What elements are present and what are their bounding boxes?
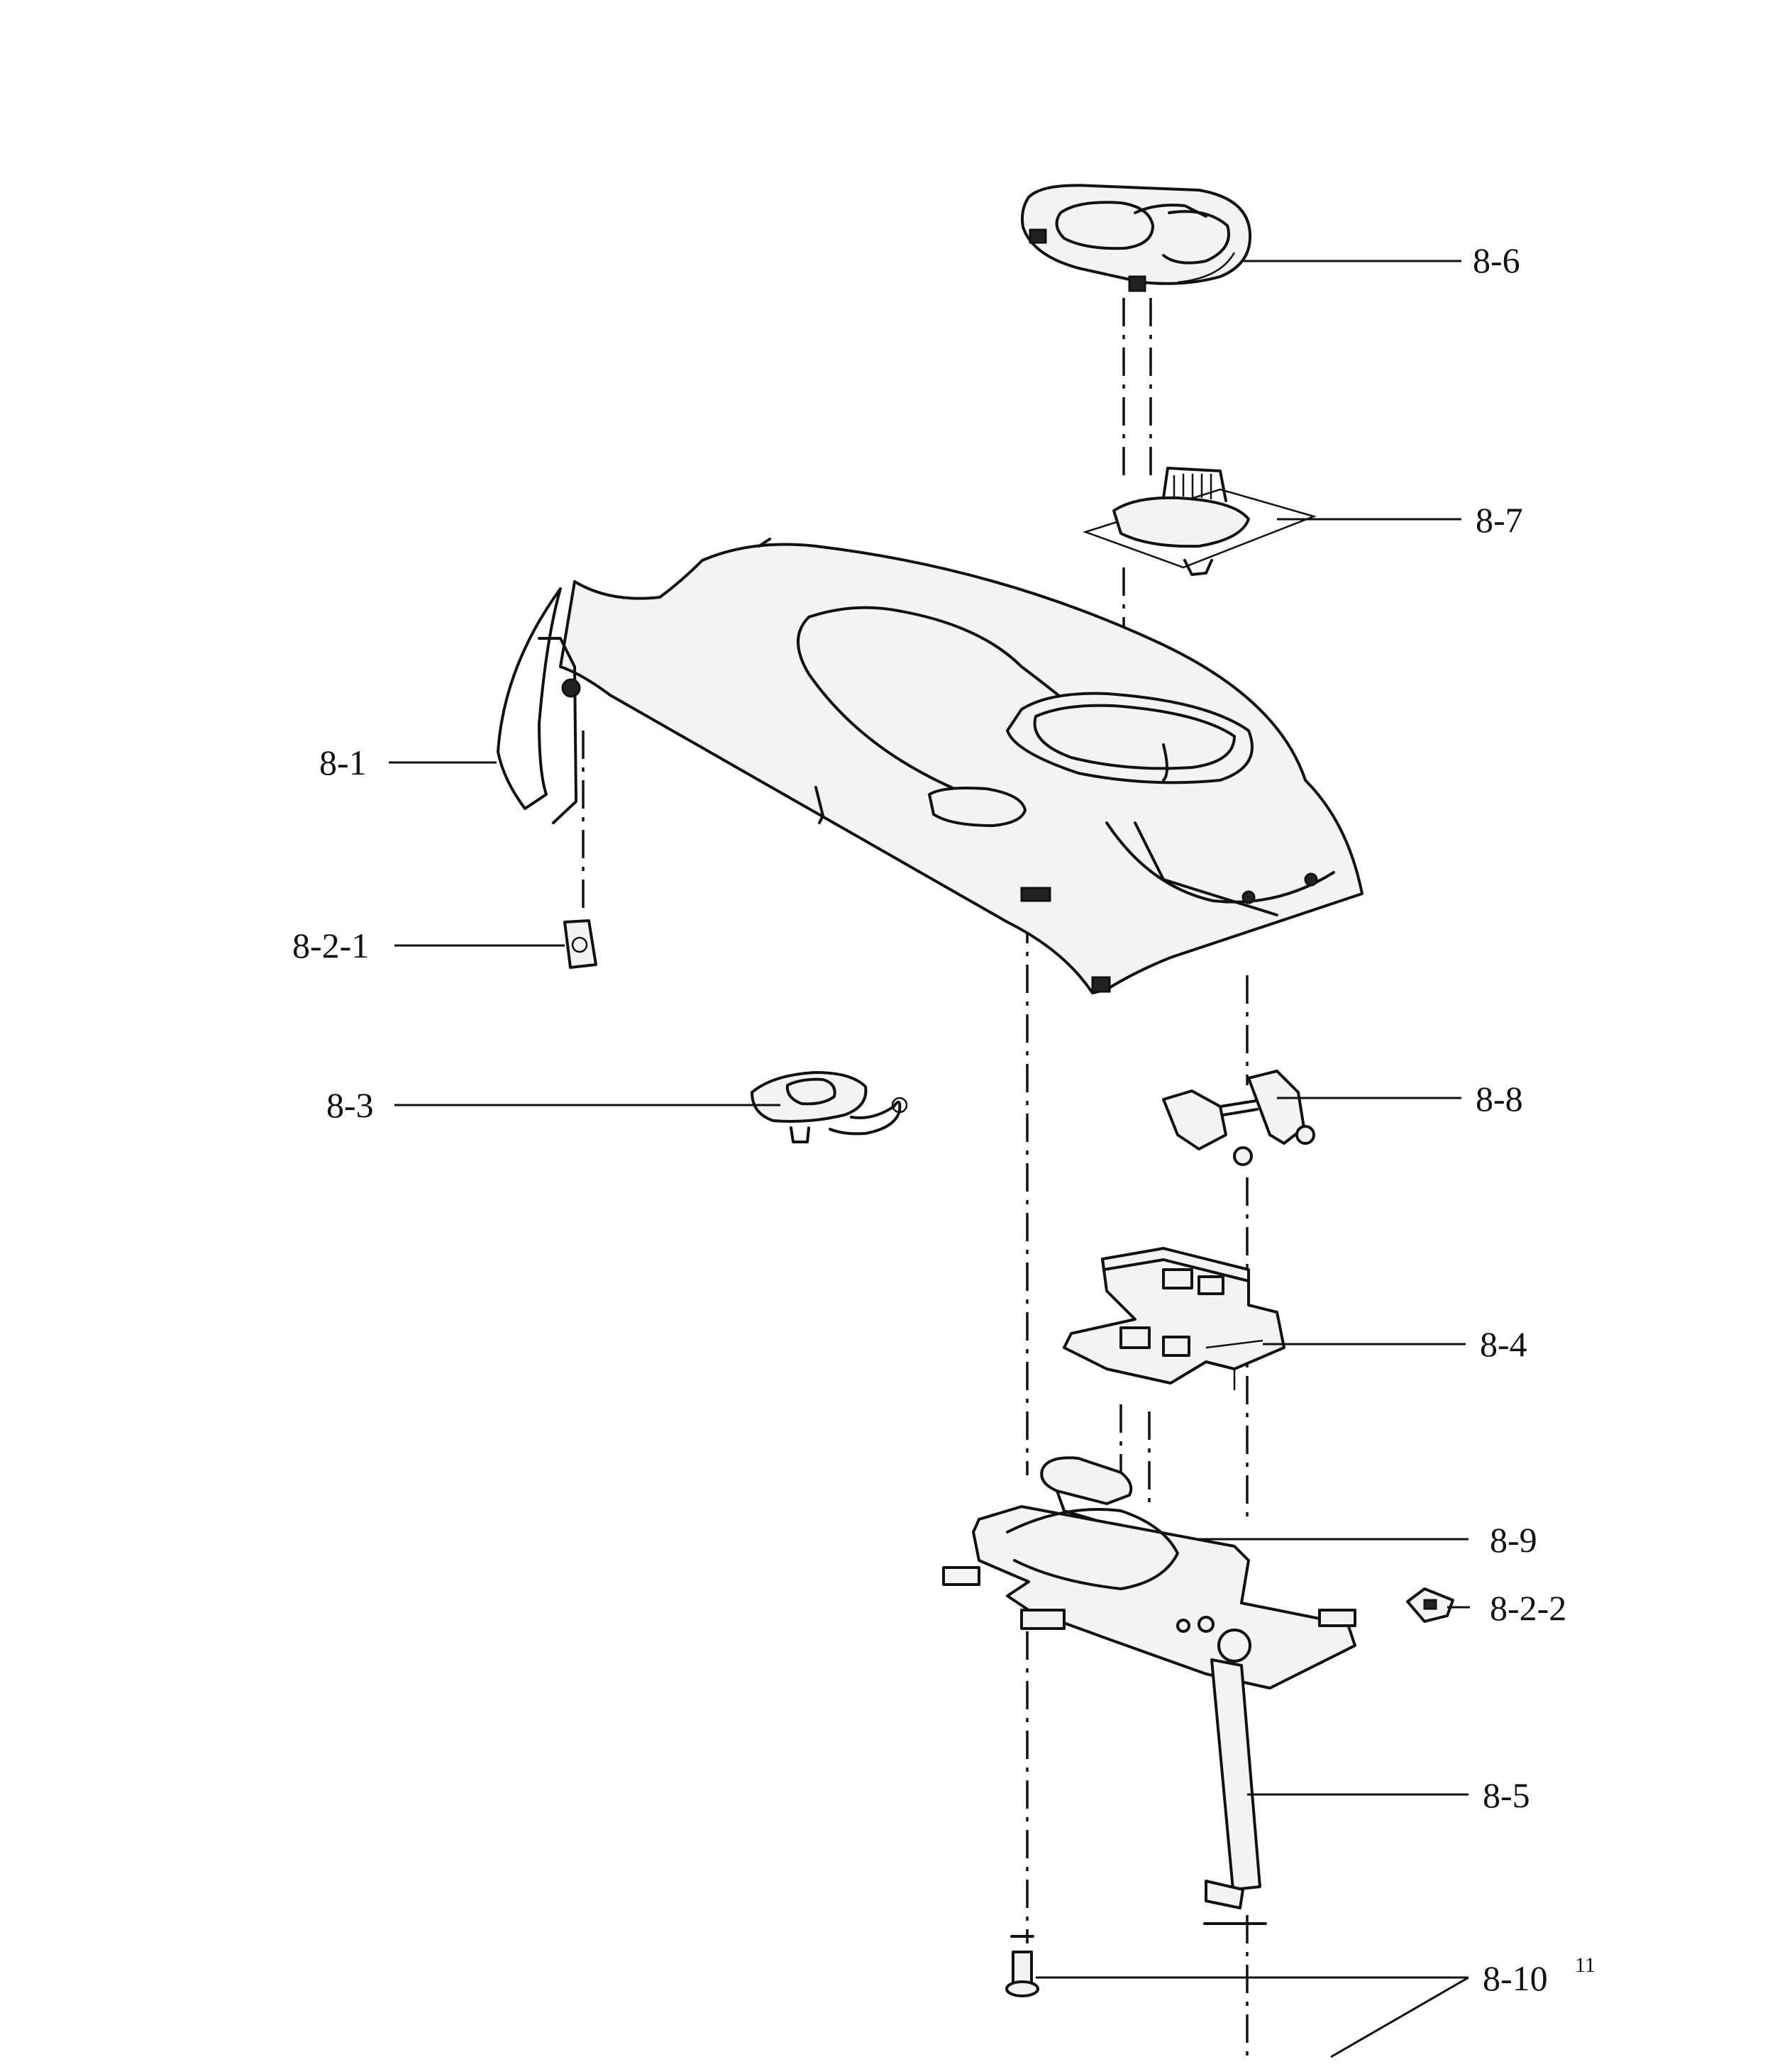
callout-8-2-1: 8-2-1 <box>292 926 369 965</box>
part-8-2-1 <box>563 919 597 969</box>
leader-lines <box>389 260 1470 2058</box>
callout-8-1: 8-1 <box>319 743 367 782</box>
callout-8-4: 8-4 <box>1480 1324 1527 1364</box>
part-8-3 <box>751 1071 908 1143</box>
part-8-5 <box>942 1505 1356 1925</box>
part-8-10 <box>1005 1935 1039 1997</box>
callout-8-5: 8-5 <box>1483 1775 1530 1815</box>
callout-8-2-2: 8-2-2 <box>1490 1588 1566 1628</box>
part-8-7 <box>1083 467 1317 576</box>
callout-8-10: 8-10 <box>1483 1958 1548 1998</box>
callout-8-6: 8-6 <box>1473 240 1520 280</box>
callout-8-7: 8-7 <box>1476 500 1523 540</box>
part-8-6 <box>1021 184 1252 292</box>
part-8-8 <box>1162 1070 1315 1166</box>
callout-8-3: 8-3 <box>326 1085 374 1125</box>
callout-8-9: 8-9 <box>1490 1520 1537 1560</box>
part-8-2-2 <box>1406 1587 1454 1623</box>
part-8-4 <box>1063 1247 1285 1390</box>
part-8-1 <box>497 538 1364 994</box>
callout-8-8: 8-8 <box>1476 1079 1523 1119</box>
page-number: 11 <box>1575 1953 1595 1977</box>
callout-labels: 8-6 8-7 8-1 8-2-1 8-3 8-8 8-4 8-9 8-2-2 … <box>292 240 1595 1998</box>
